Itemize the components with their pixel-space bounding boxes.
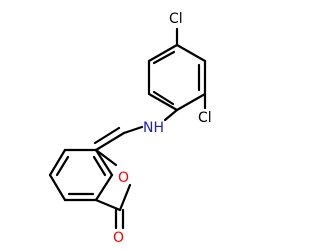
atom-o-ring: O bbox=[118, 170, 129, 186]
bond bbox=[48, 148, 67, 177]
double-bond-inner bbox=[55, 155, 70, 177]
chemical-structure: Cl Cl NH O O bbox=[48, 11, 212, 246]
double-bond-inner bbox=[152, 90, 175, 106]
dichlorophenyl-ring bbox=[147, 43, 207, 112]
bond-aryl-n bbox=[163, 108, 179, 122]
bond bbox=[175, 92, 207, 112]
double-bond-inner bbox=[152, 50, 176, 65]
exocyclic-double-bond bbox=[93, 126, 126, 152]
bond-n-ch bbox=[122, 125, 144, 135]
bond-c-o bbox=[94, 148, 118, 167]
bond bbox=[147, 43, 179, 63]
double-bond-inner bbox=[92, 155, 107, 177]
atom-cl-top: Cl bbox=[169, 11, 183, 27]
bond-o-c bbox=[118, 183, 132, 212]
benzo-ring bbox=[48, 148, 114, 202]
atom-nh: NH bbox=[143, 120, 164, 136]
bond bbox=[147, 92, 179, 112]
atom-o-carbonyl: O bbox=[113, 230, 124, 246]
bond bbox=[175, 43, 207, 63]
bond-c-c bbox=[94, 198, 122, 212]
bond bbox=[94, 173, 114, 202]
bond bbox=[94, 148, 114, 177]
bond bbox=[48, 173, 67, 202]
lactone-ring bbox=[94, 148, 132, 230]
atom-cl-right: Cl bbox=[198, 110, 212, 126]
